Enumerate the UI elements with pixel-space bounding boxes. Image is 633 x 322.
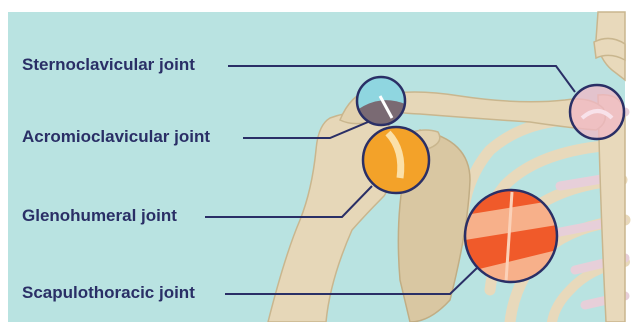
acromioclavicular-joint-label: Acromioclavicular joint	[22, 127, 210, 147]
sternoclavicular-highlight	[570, 85, 624, 139]
scapulothoracic-joint-label: Scapulothoracic joint	[22, 283, 195, 303]
scapulothoracic-highlight	[465, 190, 557, 282]
sternoclavicular-joint-label: Sternoclavicular joint	[22, 55, 195, 75]
glenohumeral-highlight	[363, 127, 429, 193]
glenohumeral-joint-label: Glenohumeral joint	[22, 206, 177, 226]
acromioclavicular-highlight	[357, 77, 405, 125]
